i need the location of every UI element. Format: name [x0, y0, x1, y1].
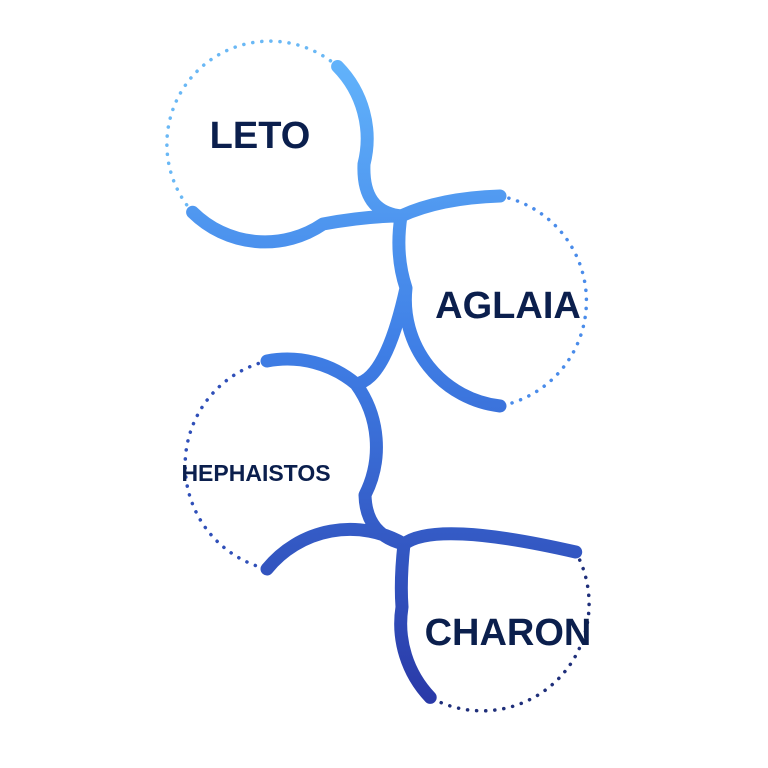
circle-charon-dotted	[428, 550, 591, 713]
node-label-leto: LETO	[210, 115, 311, 157]
node-label-hephaistos: HEPHAISTOS	[181, 460, 330, 486]
connector-arcs	[186, 60, 583, 704]
circle-leto-dotted	[165, 39, 340, 214]
node-label-charon: CHARON	[425, 612, 592, 654]
circle-aglaia-dotted	[498, 194, 589, 408]
node-label-aglaia: AGLAIA	[435, 285, 581, 327]
